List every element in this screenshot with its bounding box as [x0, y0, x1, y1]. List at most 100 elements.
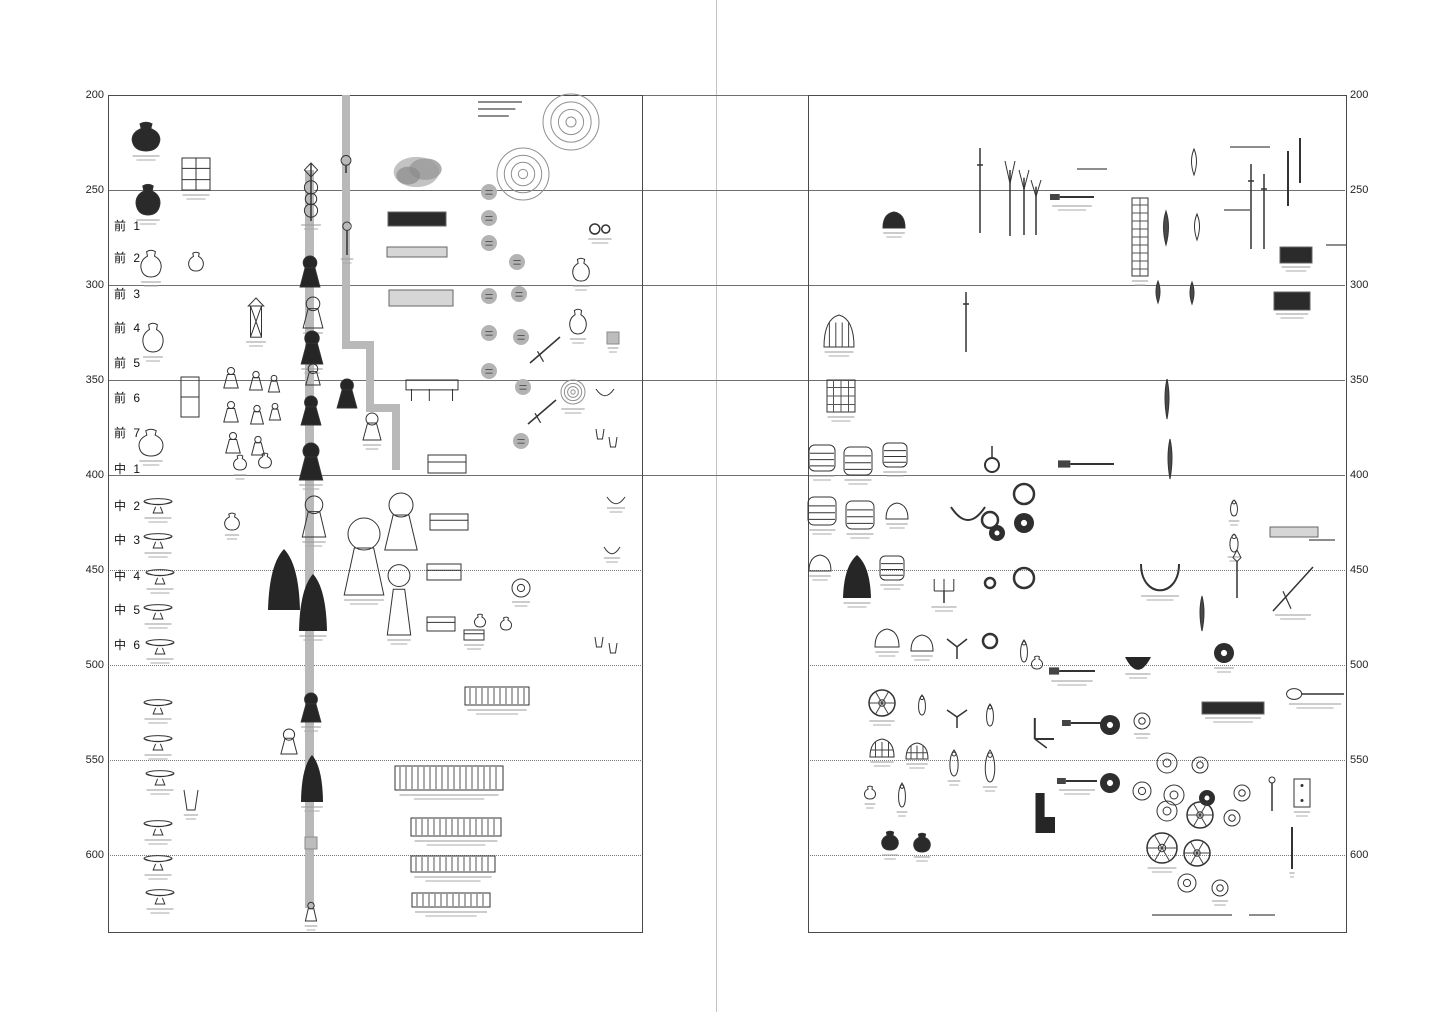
lineage-band-segment-5	[392, 404, 400, 470]
cuirass-sketch	[882, 442, 908, 480]
jar-sm-sketch	[499, 616, 513, 643]
lattice-tall-sketch	[1131, 197, 1149, 289]
period-label-4: 前 4	[114, 321, 143, 335]
plate-sketch	[1293, 778, 1311, 820]
sword-v-sketch	[963, 292, 969, 364]
period-label-9: 中 2	[114, 499, 143, 513]
pot-small-sketch	[188, 251, 204, 284]
haniwa-row-sketch	[411, 892, 491, 920]
period-label-5: 前 5	[114, 356, 143, 370]
period-label-3: 前 3	[114, 287, 143, 301]
spear-sketch	[1030, 179, 1042, 247]
pend-sketch	[1228, 499, 1240, 529]
wheel-sketch	[1183, 839, 1211, 879]
axis-label-left-300: 300	[85, 279, 104, 291]
gridline-350	[108, 380, 1345, 381]
small-knob-sketch	[339, 155, 353, 185]
cuirass-sketch	[808, 444, 836, 484]
phase-circle-sketch	[480, 183, 498, 213]
disc-dark-sketch	[1213, 642, 1235, 676]
pend-sketch	[896, 782, 908, 820]
axis-label-left-550: 550	[85, 754, 104, 766]
spiral-sketch	[542, 93, 600, 163]
tool-h-sketch	[1057, 776, 1097, 798]
spear-v-sketch	[1232, 548, 1242, 610]
gridline-200	[108, 95, 1345, 96]
horn-sketch	[950, 503, 986, 535]
disc-sketch	[1211, 879, 1229, 909]
lineage-band-segment-2	[342, 341, 374, 349]
keyhole-big-sketch	[383, 491, 419, 563]
lattice-helm-sketch	[869, 738, 895, 770]
tall-rect-sketch	[180, 376, 200, 430]
pend-sketch	[916, 694, 928, 728]
angular-dark-sketch	[1029, 793, 1055, 845]
jar-dark-sketch	[913, 832, 931, 865]
blade-sketch	[1198, 595, 1206, 643]
ring-sketch	[981, 632, 999, 662]
sword-v-sketch	[977, 147, 983, 245]
bar-sketch	[388, 289, 454, 318]
bowl-sketch	[143, 604, 173, 632]
pot-sketch	[138, 428, 164, 469]
figure-sm-sketch	[268, 402, 282, 433]
box-sm-sketch	[463, 629, 485, 653]
y-shape-sketch	[945, 708, 969, 740]
bowl-sketch	[145, 639, 175, 667]
keyhole-sketch	[301, 494, 327, 550]
figure-sm-sketch	[222, 366, 240, 401]
keyhole-big-sketch	[342, 516, 386, 608]
tool-h-sketch	[1049, 665, 1095, 689]
axis-label-left-450: 450	[85, 564, 104, 576]
gridline-550-left	[108, 760, 641, 761]
trident-sketch	[930, 579, 958, 615]
ring-stem-sketch	[983, 446, 1001, 484]
wheel-sketch	[868, 689, 896, 729]
disc-sketch	[1233, 784, 1251, 814]
gridline-250	[108, 190, 1345, 191]
blade-sketch	[1188, 280, 1196, 316]
figure-dark-sketch	[842, 555, 872, 611]
right-page-frame	[808, 95, 1347, 933]
jar-sm-sketch	[473, 613, 487, 640]
lineage-band-segment-1	[342, 95, 350, 347]
cuirass-sketch	[879, 555, 905, 593]
rod-sketch	[1285, 150, 1291, 218]
gridline-500-left	[108, 665, 641, 666]
cup-sketch	[608, 436, 618, 460]
bar-sketch	[1269, 526, 1319, 549]
dome-striped-sketch	[823, 314, 855, 360]
period-label-10: 中 3	[114, 533, 143, 547]
figure-dark-sketch	[300, 755, 324, 815]
text-sketch	[1309, 539, 1335, 559]
keyhole-dark-sketch	[300, 329, 324, 377]
keyhole-dark-sketch	[300, 691, 322, 735]
cup-sketch	[608, 642, 618, 666]
square-sm-sketch	[606, 331, 620, 356]
box-sketch	[426, 563, 462, 593]
rect-grid-sketch	[181, 157, 211, 203]
gridline-450-left	[108, 570, 641, 571]
table-sketch	[405, 379, 459, 413]
phase-circle-sketch	[480, 209, 498, 239]
cup-sketch	[183, 789, 199, 823]
disc-sketch	[1163, 784, 1185, 818]
period-label-2: 前 2	[114, 251, 143, 265]
figure-sm-sketch	[267, 374, 281, 405]
spoon-sketch	[1286, 688, 1344, 712]
figure-sm-sketch	[224, 431, 242, 466]
figure-dark-sketch	[298, 574, 328, 644]
u-shape-sketch	[1139, 563, 1181, 604]
disc-sketch	[1133, 712, 1151, 742]
disc-dark-sketch	[988, 524, 1006, 554]
dark-bar-sketch	[1279, 246, 1313, 275]
cuirass-sketch	[843, 446, 873, 488]
y-shape-sketch	[945, 637, 969, 671]
axis-label-right-500: 500	[1350, 659, 1369, 671]
bowl-sketch	[143, 855, 173, 883]
spiral-sketch	[496, 147, 550, 213]
haniwa-row-sketch	[410, 817, 502, 849]
dish-sketch	[595, 388, 615, 408]
ring-sm-sketch	[983, 576, 997, 602]
